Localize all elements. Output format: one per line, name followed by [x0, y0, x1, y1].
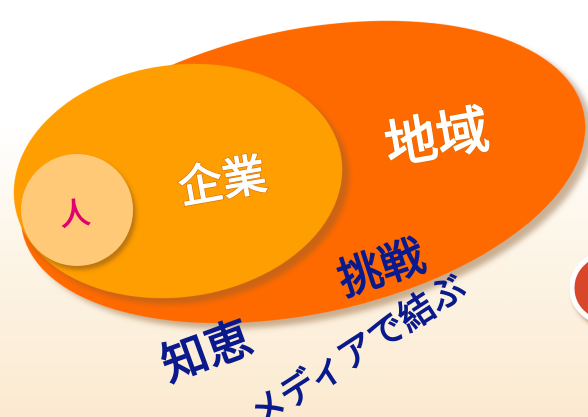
- caption-wisdom: 知恵: [154, 310, 259, 392]
- region-inner-circle: [21, 154, 133, 266]
- edge-circle-decoration: [569, 256, 588, 320]
- region-inner-label: 人: [58, 196, 91, 234]
